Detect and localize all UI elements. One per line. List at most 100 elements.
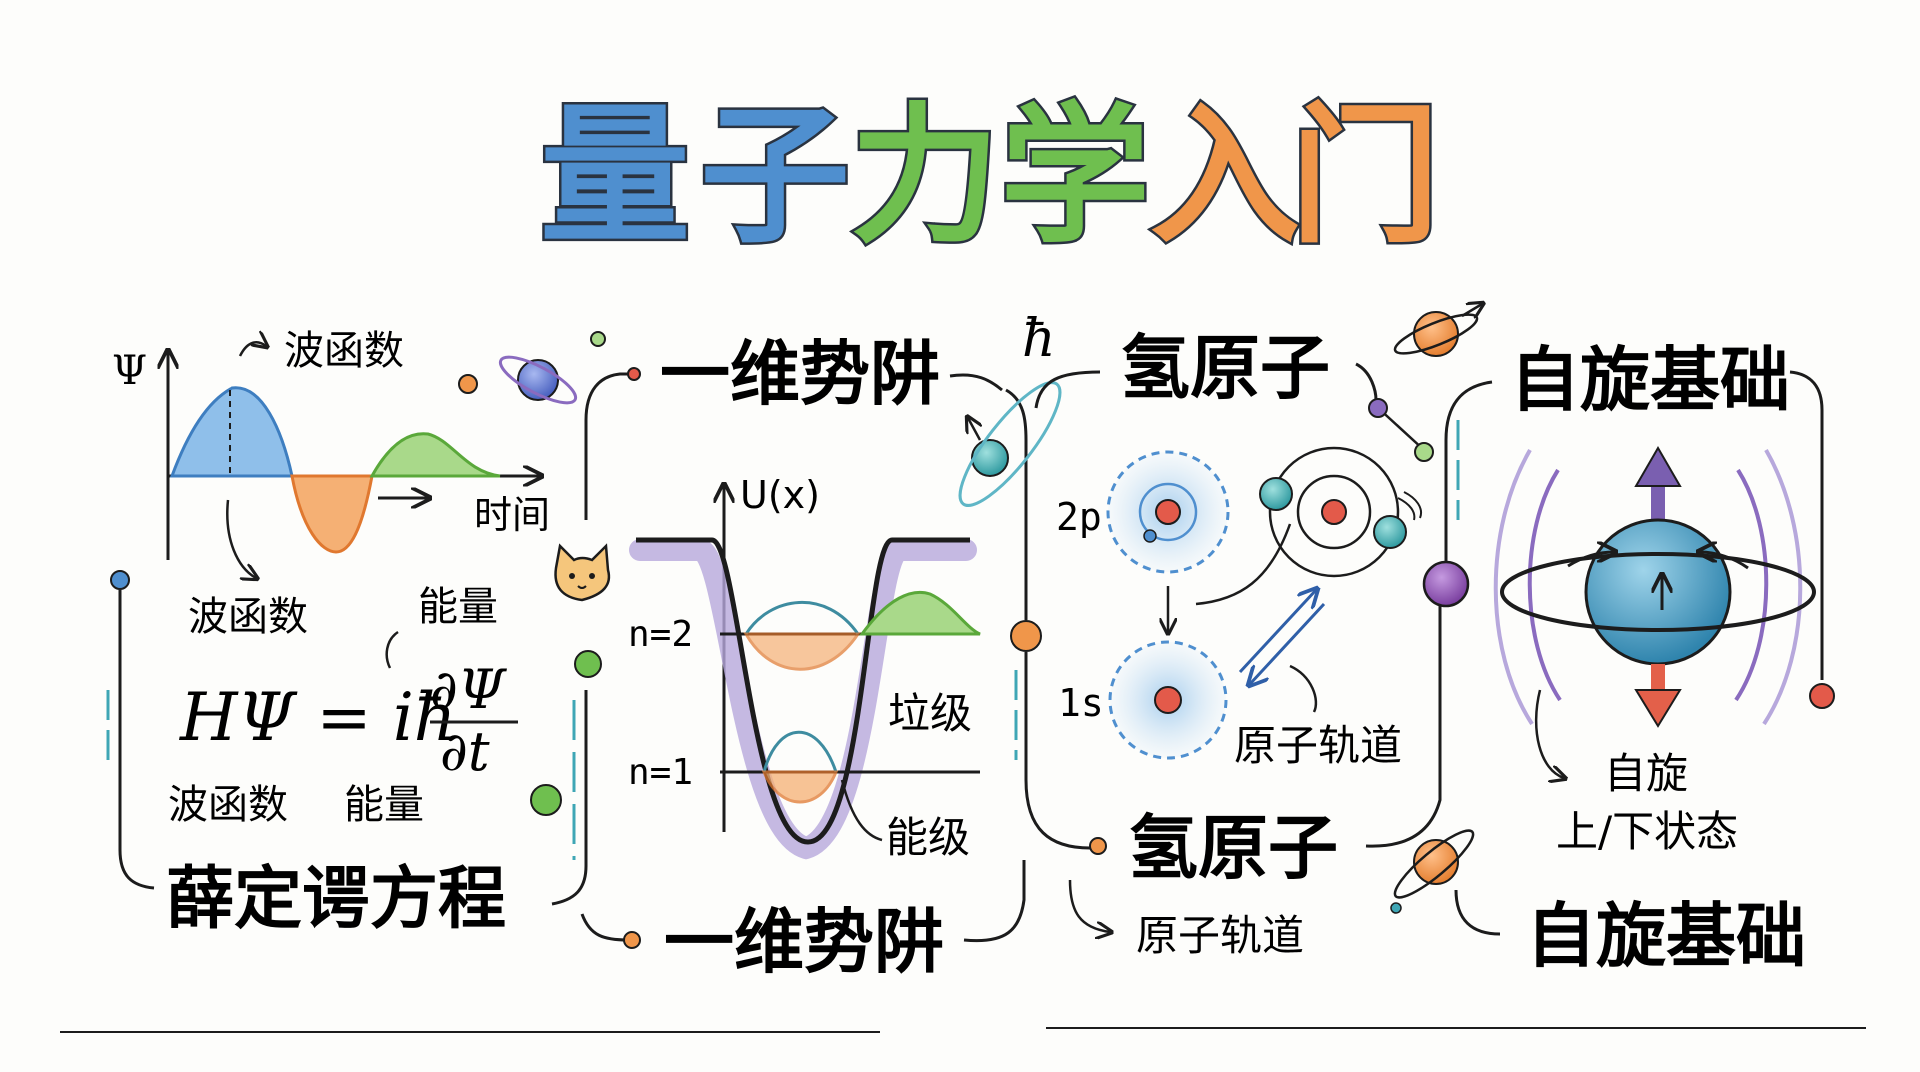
spin-orbit-ring (1500, 552, 1816, 632)
wave-n2-lower (743, 632, 861, 671)
footer-sub-arrow (1068, 879, 1110, 932)
orbital-label-2p: 2p (1056, 495, 1102, 539)
spin-label-1: 自旋 (1604, 749, 1688, 798)
dot-green-large (530, 784, 562, 816)
cat-icon (554, 543, 611, 602)
title-char-6: 门 (1290, 90, 1440, 264)
heading-hydrogen: 氢原子 (1120, 327, 1330, 409)
orbital-label-link (1289, 664, 1318, 713)
bracket-right (1789, 370, 1824, 680)
wave-n1-upper (762, 730, 838, 773)
heading-tail-3 (1355, 362, 1378, 401)
dot-orange-small (458, 374, 478, 394)
heading-connector-3 (1034, 370, 1101, 409)
wave-n1-lower (761, 770, 839, 804)
title-char-2: 子 (700, 90, 850, 264)
rotation-arrow-right (1700, 552, 1749, 570)
title-char-3: 力 (850, 90, 1000, 264)
hbar-symbol: ħ (1022, 309, 1056, 369)
orbital-label-1s: 1s (1058, 681, 1104, 725)
footer-orbital-label: 原子轨道 (1136, 911, 1304, 960)
heading-connector (949, 373, 1003, 392)
footer-spin: 自旋基础 (1526, 895, 1806, 977)
electron-spin-icon (958, 381, 1062, 507)
panel-hydrogen: 氢原子 2p 1s 原子轨道 氢原子 原子轨道 (1034, 327, 1434, 960)
atom-electron-left (1259, 477, 1293, 511)
energy-link-curve (385, 630, 399, 669)
field-arc-right-1 (1734, 468, 1769, 702)
molecule-icon (1368, 398, 1434, 462)
level-label-n2: n=2 (628, 614, 693, 655)
title-char-1: 量 (540, 90, 690, 264)
divider-2: ħ (958, 309, 1107, 855)
motion-lines (1397, 491, 1422, 521)
rotation-arrow-left (1567, 552, 1614, 568)
spin-label-2: 上/下状态 (1556, 807, 1738, 856)
atom-electron-right (1373, 515, 1407, 549)
orbital-label: 原子轨道 (1234, 721, 1402, 770)
nucleus-1s (1154, 686, 1182, 714)
title-char-5: 入 (1150, 90, 1300, 264)
emission-arrow-up (1238, 590, 1316, 674)
spin-up-arrow (1634, 446, 1682, 487)
well-outline (636, 537, 970, 845)
schrodinger-eq-left: HΨ = iħ (179, 679, 456, 756)
level-label-n1: n=1 (628, 752, 693, 793)
main-title: 量 子 力 学 入 门 (538, 88, 1443, 267)
field-arc-left-1 (1527, 468, 1562, 702)
wave-n2-upper (744, 600, 860, 635)
orbital-2p-ring (1138, 482, 1198, 542)
wave-label-mid: 波函数 (188, 594, 308, 640)
footer-hydrogen: 氢原子 (1128, 807, 1338, 889)
energy-label-bottom: 能量 (344, 782, 424, 828)
time-label: 时间 (474, 493, 550, 537)
spin-label-arrow (1534, 689, 1564, 778)
wave-label-arrow (238, 342, 266, 357)
title-char-4: 学 (1000, 90, 1150, 264)
planet-blue-icon (498, 355, 578, 405)
heading-spin: 自旋基础 (1510, 339, 1790, 421)
atom-nucleus (1321, 499, 1347, 525)
level-label-a: 垃级 (888, 689, 972, 738)
spin-sphere (1584, 518, 1732, 666)
wave-n2-green (859, 590, 981, 636)
bracket-node-blue (110, 570, 130, 590)
bracket-left (118, 590, 155, 890)
panel-spin: 自旋基础 自旋 上/下状态 自旋基础 (1454, 339, 1835, 977)
panel-potential-well: 一维势阱 U(x) n=2 垃级 n=1 能级 一维势阱 (628, 333, 1026, 983)
field-arc-left-2 (1493, 449, 1534, 726)
footer-potential-well: 一维势阱 (664, 901, 944, 983)
energy-label-top: 能量 (418, 584, 498, 630)
planet-orange-icon (1393, 304, 1482, 357)
heading-potential-well: 一维势阱 (660, 333, 940, 415)
panel-schrodinger: Ψ 波函数 时间 波函数 能量 HΨ = iħ ∂Ψ ∂t 波函数 能量 薛定谔… (106, 328, 606, 939)
atom-inner-shell (1296, 474, 1372, 550)
psi-axis-label: Ψ (112, 348, 147, 394)
bracket-node-red (1809, 683, 1835, 709)
wave-lobe-green (369, 432, 501, 478)
level-label-b: 能级 (886, 813, 970, 862)
spin-down-arrow (1634, 689, 1682, 728)
wave-lobe-orange (290, 474, 374, 554)
nucleus-2p (1155, 499, 1181, 525)
divider-3 (1365, 304, 1493, 914)
well-shadow (629, 539, 977, 860)
atom-link-curve (1195, 523, 1292, 606)
schrodinger-eq-numerator: ∂Ψ (430, 658, 508, 721)
wave-label-top: 波函数 (284, 328, 404, 374)
potential-axis-label: U(x) (740, 473, 820, 517)
dot-green-tiny (590, 331, 606, 347)
field-arc-right-2 (1762, 449, 1803, 726)
atom-outer-shell (1268, 446, 1400, 578)
electron-2p (1143, 529, 1157, 543)
footer-connector-2 (963, 860, 1026, 943)
planet-orange-icon-2 (1390, 829, 1475, 914)
level-b-link (840, 779, 883, 842)
wave-label-bottom: 波函数 (168, 782, 288, 828)
schrodinger-eq-denominator: ∂t (440, 720, 490, 783)
wave-label-bottom-arrow (226, 499, 256, 578)
wave-lobe-blue (169, 386, 294, 478)
section-name-schrodinger: 薛定谔方程 (166, 860, 506, 939)
divider-1 (551, 367, 641, 949)
